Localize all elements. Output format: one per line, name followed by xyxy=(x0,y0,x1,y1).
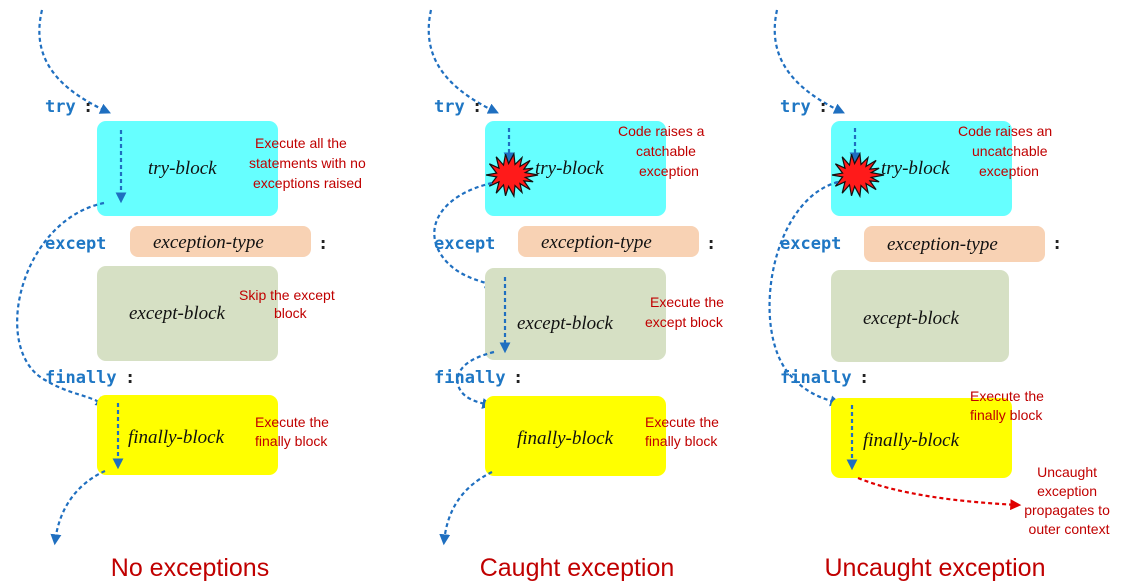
try-note: Execute all the statements with no excep… xyxy=(249,135,370,191)
except-block xyxy=(831,270,1009,362)
except-block-label: except-block xyxy=(863,308,960,329)
finally-block-label: finally-block xyxy=(863,430,960,451)
except-keyword: except xyxy=(45,234,106,254)
exception-type-box xyxy=(864,226,1045,262)
try-keyword: try xyxy=(434,97,465,117)
propagate-note: Uncaught exception propagates to outer c… xyxy=(1024,464,1114,537)
exit-flow-arrow xyxy=(50,469,106,546)
try-block xyxy=(97,121,278,216)
try-block xyxy=(831,121,1012,216)
except-colon: : xyxy=(318,234,328,254)
except-colon: : xyxy=(706,234,716,254)
exception-type-label: exception-type xyxy=(153,232,264,253)
propagate-flow-arrow xyxy=(857,476,1022,511)
try-colon: : xyxy=(818,97,828,117)
finally-block-label: finally-block xyxy=(128,427,225,448)
finally-block xyxy=(831,398,1012,478)
except-note: Execute the except block xyxy=(645,294,728,330)
finally-block-label: finally-block xyxy=(517,428,614,449)
try-block-label: try-block xyxy=(881,158,950,179)
entry-flow-arrow xyxy=(427,9,499,114)
finally-block xyxy=(97,395,278,475)
finally-keyword: finally xyxy=(45,368,117,388)
except-block xyxy=(97,266,278,361)
finally-colon: : xyxy=(859,368,869,388)
exception-type-label: exception-type xyxy=(541,232,652,253)
panel-caught-exception: try : try-block Code raises a catchable … xyxy=(427,9,728,582)
except-block-label: except-block xyxy=(517,313,614,334)
try-keyword: try xyxy=(45,97,76,117)
try-note: Code raises a catchable exception xyxy=(618,123,708,179)
entry-flow-arrow xyxy=(38,9,111,114)
try-colon: : xyxy=(83,97,93,117)
panel-caption: Caught exception xyxy=(480,554,675,582)
finally-note: Execute the finally block xyxy=(255,414,333,449)
exception-type-label: exception-type xyxy=(887,234,998,255)
try-block xyxy=(485,121,666,216)
try-block-label: try-block xyxy=(535,158,604,179)
panel-no-exceptions: try : try-block Execute all the statemen… xyxy=(16,9,370,582)
finally-keyword: finally xyxy=(434,368,506,388)
except-block-label: except-block xyxy=(129,303,226,324)
finally-block xyxy=(485,396,666,476)
try-colon: : xyxy=(472,97,482,117)
exit-flow-arrow xyxy=(439,471,493,546)
except-block xyxy=(485,268,666,360)
try-block-label: try-block xyxy=(148,158,217,179)
catch-flow-arrow xyxy=(433,181,497,289)
finally-keyword: finally xyxy=(780,368,852,388)
except-note: Skip the except block xyxy=(239,287,339,321)
finally-note: Execute the finally block xyxy=(645,414,723,449)
entry-flow-arrow xyxy=(773,9,845,114)
except-colon: : xyxy=(1052,234,1062,254)
exception-type-box xyxy=(518,226,699,257)
finally-colon: : xyxy=(513,368,523,388)
panel-uncaught-exception: try : try-block Code raises an uncatchab… xyxy=(768,9,1114,582)
except-keyword: except xyxy=(434,234,495,254)
try-note: Code raises an uncatchable exception xyxy=(958,123,1056,179)
exception-burst-icon xyxy=(485,151,539,199)
finally-colon: : xyxy=(125,368,135,388)
except-keyword: except xyxy=(780,234,841,254)
skip-except-flow-arrow xyxy=(16,201,107,407)
panel-caption: Uncaught exception xyxy=(825,554,1046,582)
uncaught-flow-arrow xyxy=(768,180,842,407)
try-keyword: try xyxy=(780,97,811,117)
exception-type-box xyxy=(130,226,311,257)
finally-note: Execute the finally block xyxy=(970,388,1048,423)
panel-caption: No exceptions xyxy=(111,554,269,582)
exception-burst-icon xyxy=(831,151,885,199)
